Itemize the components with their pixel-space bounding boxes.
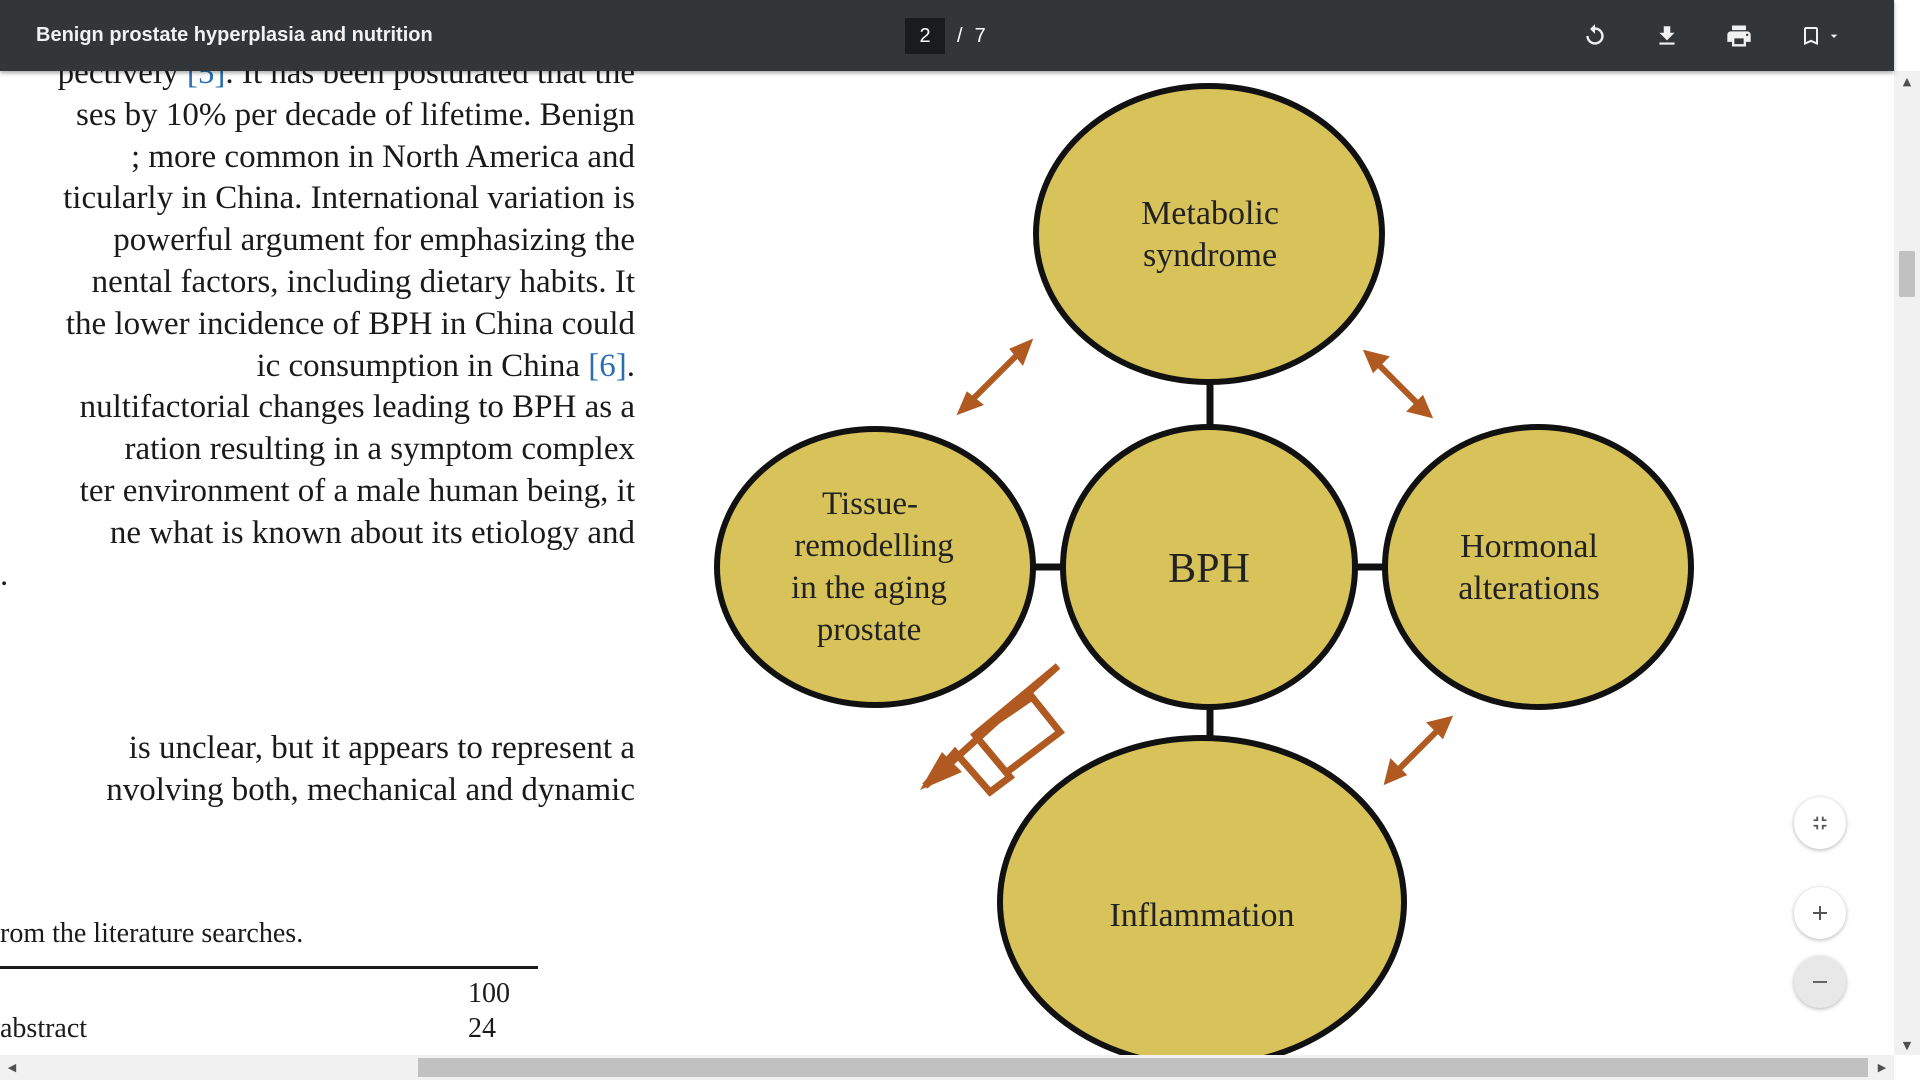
text-segment: nental factors, including dietary habits… [91, 264, 635, 300]
text-segment: . [0, 556, 9, 593]
arrow-head [1406, 394, 1434, 419]
node-label: Inflammation [1109, 897, 1294, 934]
text-segment: ter environment of a male human being, i… [79, 473, 635, 509]
text-line: ic consumption in China [6]. [0, 346, 635, 388]
horizontal-scroll-thumb[interactable] [418, 1058, 1868, 1077]
text-line: ration resulting in a symptom complex [0, 429, 635, 471]
page-separator: / [957, 24, 963, 47]
text-segment: ticularly in China. International variat… [63, 180, 635, 217]
text-line: ne what is known about its etiology and [0, 513, 635, 555]
citation-link[interactable]: [6] [588, 347, 627, 384]
fit-to-page-icon [1813, 816, 1827, 830]
bookmark-icon[interactable] [1792, 17, 1830, 55]
node-inflammation [997, 735, 1407, 1055]
arrow-head [956, 391, 984, 416]
arrow-head [1426, 715, 1454, 740]
text-line: nvolving both, mechanical and dynamic [106, 771, 635, 808]
bph-factors-diagram: Metabolic syndrome BPH Tissue- remodelli… [714, 83, 1694, 1055]
node-label: BPH [1168, 546, 1250, 592]
text-line: the lower incidence of BPH in China coul… [0, 304, 635, 346]
table-top-rule [0, 966, 538, 969]
text-line: is unclear, but it appears to represent … [128, 730, 635, 766]
text-segment: powerful argument for emphasizing the [113, 222, 635, 259]
node-label: syndrome [1143, 237, 1277, 274]
text-segment: nultifactorial changes leading to BPH as… [79, 389, 635, 426]
scroll-down-icon[interactable]: ▼ [1902, 1038, 1912, 1052]
node-label: alterations [1458, 570, 1600, 607]
text-line: powerful argument for emphasizing the [0, 220, 635, 262]
text-line: ter environment of a male human being, i… [0, 471, 635, 513]
scroll-right-icon[interactable]: ▶ [1877, 1060, 1887, 1074]
text-line: nental factors, including dietary habits… [0, 262, 635, 304]
pdf-viewport[interactable]: pectively [5]. It has been postulated th… [0, 0, 1880, 1055]
table-cell-value: 100 [468, 978, 510, 1009]
node-label: in the aging [791, 570, 947, 606]
plus-icon [1813, 906, 1827, 920]
node-label: Hormonal [1460, 528, 1598, 565]
scroll-up-icon[interactable]: ▲ [1902, 74, 1912, 88]
rotate-icon[interactable] [1576, 17, 1614, 55]
node-hormonal-alterations [1382, 424, 1694, 710]
arrow-head [920, 752, 962, 790]
text-segment: ne what is known about its etiology and [109, 514, 635, 551]
pdf-toolbar: Benign prostate hyperplasia and nutritio… [0, 0, 1894, 71]
arrow-head [1383, 758, 1408, 786]
text-segment: ; more common in North America and [130, 138, 635, 175]
print-icon[interactable] [1720, 17, 1758, 55]
arrow-head [1362, 349, 1390, 374]
text-segment: ses by 10% per decade of lifetime. Benig… [76, 96, 635, 133]
page-indicator: / 7 [905, 18, 986, 54]
zoom-out-button[interactable] [1794, 956, 1846, 1008]
download-icon[interactable] [1648, 17, 1686, 55]
table-cell-value: 24 [468, 1013, 496, 1044]
table-caption: rom the literature searches. [0, 918, 304, 949]
arrow-line [1393, 725, 1443, 775]
node-tissue-remodelling [714, 426, 1036, 708]
fit-to-page-button[interactable] [1794, 797, 1846, 849]
node-metabolic-syndrome [1033, 83, 1385, 385]
zoom-in-button[interactable] [1794, 887, 1846, 939]
node-label: remodelling [794, 528, 953, 564]
horizontal-scrollbar[interactable]: ◀ ▶ [0, 1055, 1894, 1080]
node-label: prostate [817, 612, 921, 648]
page-total: 7 [974, 24, 986, 47]
text-line: . [0, 555, 635, 597]
document-title: Benign prostate hyperplasia and nutritio… [36, 24, 433, 46]
curved-arrow [922, 663, 1065, 797]
text-segment: the lower incidence of BPH in China coul… [65, 305, 635, 342]
node-label: Metabolic [1141, 195, 1279, 232]
text-line: nultifactorial changes leading to BPH as… [0, 387, 635, 429]
node-bph [1060, 424, 1358, 710]
page-number-input[interactable] [905, 18, 945, 54]
vertical-scrollbar[interactable]: ▲ ▼ [1894, 71, 1920, 1055]
scroll-left-icon[interactable]: ◀ [7, 1060, 17, 1074]
text-line: ticularly in China. International variat… [0, 178, 635, 220]
text-line: ses by 10% per decade of lifetime. Benig… [0, 95, 635, 137]
chevron-down-icon[interactable] [1822, 17, 1846, 55]
arrow-line [1373, 359, 1423, 409]
node-label: Tissue- [822, 486, 918, 522]
text-line: ; more common in North America and [0, 137, 635, 179]
text-segment: ic consumption in China [256, 347, 589, 384]
table-cell-label: abstract [0, 1013, 88, 1044]
minus-icon [1813, 981, 1827, 983]
vertical-scroll-thumb[interactable] [1899, 251, 1915, 297]
text-segment: . [626, 347, 635, 384]
arrow-line [967, 349, 1023, 405]
text-segment: ration resulting in a symptom complex [124, 431, 635, 468]
arrow-head [1009, 338, 1034, 366]
